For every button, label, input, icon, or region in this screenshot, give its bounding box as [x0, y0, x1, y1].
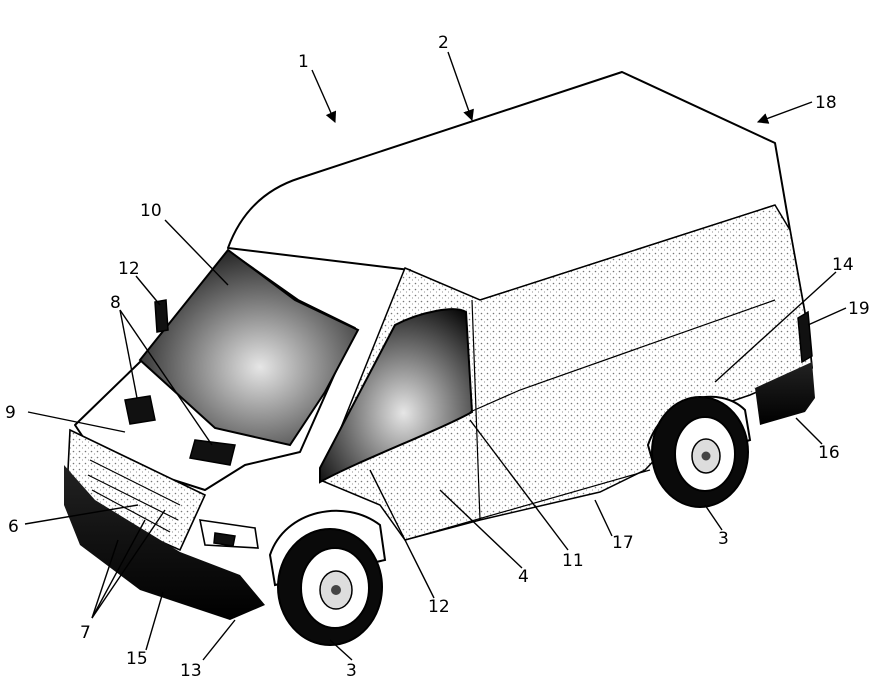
label-7: 7	[80, 623, 91, 643]
reference-numerals: 1 2 18 10 12 14 19 8 9 16 6 11 17 3 4 12…	[5, 33, 870, 681]
label-1: 1	[298, 52, 309, 72]
label-17: 17	[612, 533, 634, 553]
label-3a: 3	[718, 529, 729, 549]
hood-vent-right	[189, 439, 236, 466]
rear-wheel	[651, 396, 749, 508]
front-wheel	[277, 528, 383, 646]
label-16: 16	[818, 443, 840, 463]
rear-bumper	[755, 362, 815, 425]
label-6: 6	[8, 517, 19, 537]
label-9: 9	[5, 403, 16, 423]
label-15: 15	[126, 649, 148, 669]
label-8: 8	[110, 293, 121, 313]
hood-vent-left	[124, 395, 156, 425]
label-12b: 12	[428, 597, 450, 617]
van-body	[64, 71, 815, 646]
leader-lines	[24, 51, 847, 661]
label-13: 13	[180, 661, 202, 681]
label-10: 10	[140, 201, 162, 221]
label-11: 11	[562, 551, 584, 571]
side-mirror	[154, 299, 169, 333]
windshield	[138, 248, 360, 447]
front-bumper	[64, 465, 265, 620]
label-18: 18	[815, 93, 837, 113]
label-4: 4	[518, 567, 529, 587]
label-14: 14	[832, 255, 854, 275]
side-window	[319, 308, 474, 484]
label-2: 2	[438, 33, 449, 53]
label-3b: 3	[346, 661, 357, 681]
label-12a: 12	[118, 259, 140, 279]
label-19: 19	[848, 299, 870, 319]
